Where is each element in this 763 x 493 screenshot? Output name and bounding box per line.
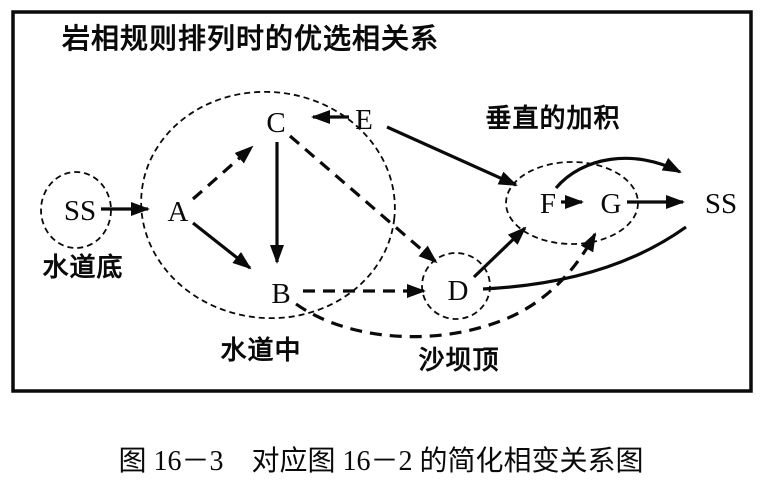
node-g: G [601, 188, 622, 220]
diagram-title: 岩相规则排列时的优选相关系 [61, 22, 439, 54]
node-f: F [540, 188, 556, 220]
node-e: E [355, 104, 373, 136]
label-channel-bottom: 水道底 [42, 252, 123, 282]
node-ss-left: SS [64, 195, 96, 227]
node-d: D [448, 275, 469, 307]
edge-a-b [192, 221, 252, 270]
edge-c-d-dashed [288, 134, 438, 264]
edge-a-c-dashed [191, 145, 254, 201]
edge-e-f [386, 125, 518, 187]
node-c: C [266, 107, 285, 139]
node-a: A [168, 196, 189, 228]
figure-caption: 图 16－3 对应图 16－2 的简化相变关系图 [118, 445, 643, 477]
label-bar-top: 沙坝顶 [418, 345, 499, 375]
node-b: B [271, 278, 290, 310]
edge-f-ssright-curve [554, 156, 682, 190]
edge-d-ssright-curve [482, 225, 687, 291]
label-channel-middle: 水道中 [220, 335, 301, 365]
node-ss-right: SS [705, 188, 737, 220]
edge-d-f [472, 226, 527, 279]
diagram-border [11, 10, 753, 393]
edge-b-g-dashed-curve [295, 232, 597, 339]
group-outline-channel-middle [140, 90, 396, 320]
label-vertical-aggradation: 垂直的加积 [485, 103, 620, 133]
